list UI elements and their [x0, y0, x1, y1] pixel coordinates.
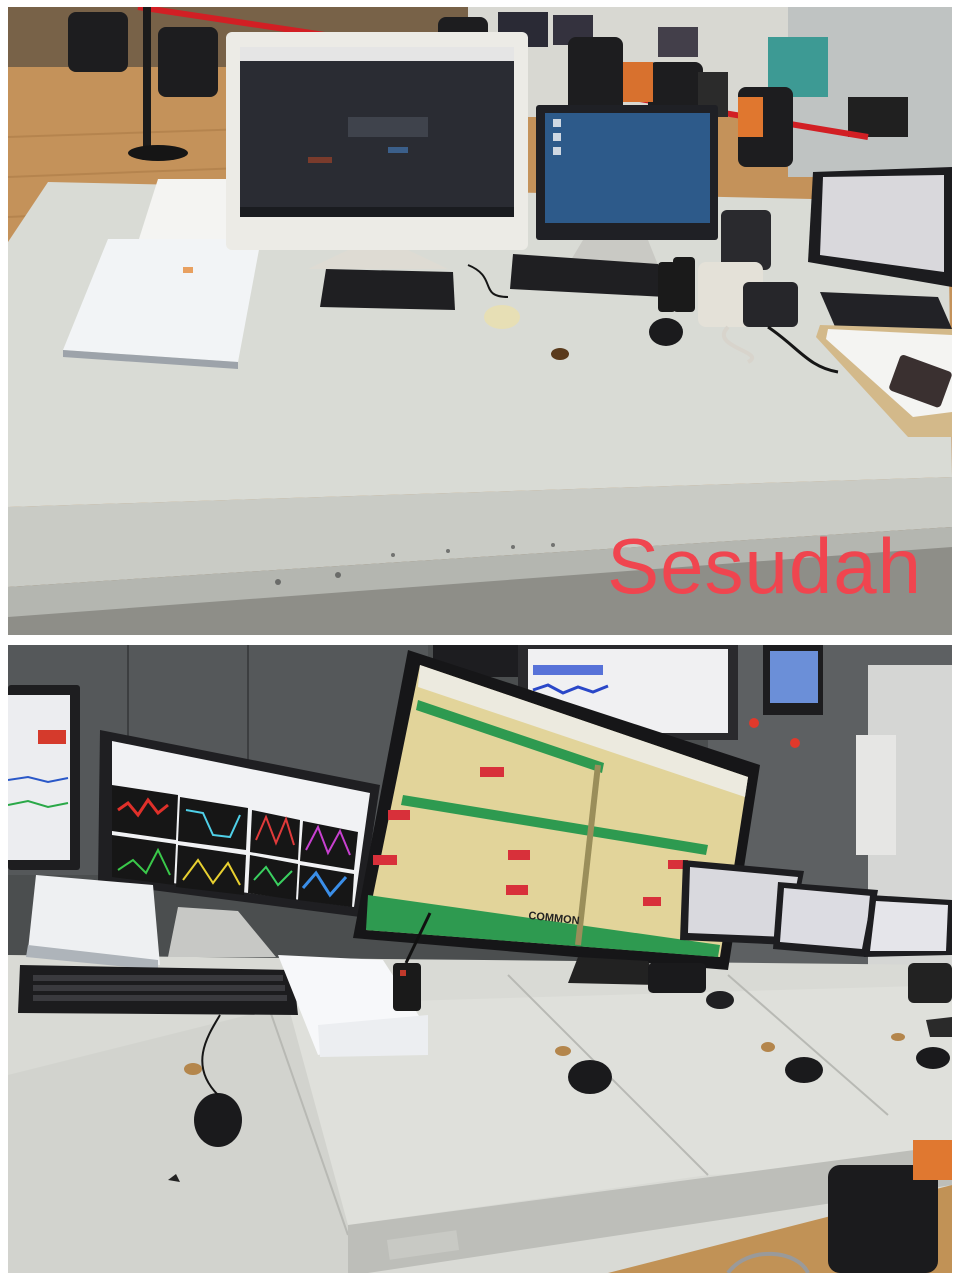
keyboard	[510, 254, 666, 297]
caption-sesudah: Sesudah	[607, 522, 922, 610]
top-photo: Sesudah	[8, 7, 952, 635]
common-label: COMMON	[528, 910, 580, 927]
keyboard	[820, 292, 952, 329]
top-photo-scene	[8, 7, 952, 635]
mouse	[484, 305, 520, 329]
mouse	[785, 1057, 823, 1083]
bottom-photo: COMMON	[8, 645, 952, 1273]
document-stack	[28, 875, 160, 965]
desk-phone	[648, 963, 706, 993]
barrier-post	[143, 7, 151, 152]
air-conditioner	[856, 735, 896, 855]
mouse	[649, 318, 683, 346]
cable-grommet	[551, 348, 569, 360]
waveform-red	[117, 797, 169, 818]
desk-phone	[908, 963, 952, 1003]
mouse	[916, 1047, 950, 1069]
desk-phone	[721, 210, 771, 270]
person	[623, 62, 653, 102]
phone-device	[889, 355, 952, 408]
handheld-radio	[393, 963, 421, 1011]
mouse	[568, 1060, 612, 1094]
monitor-screen-desktop	[545, 113, 710, 223]
bottom-photo-scene: COMMON	[8, 645, 952, 1273]
handheld-radio	[673, 257, 695, 312]
alarm-cells	[373, 767, 688, 906]
cable-grommet	[184, 1063, 202, 1075]
binder	[63, 239, 261, 362]
office-chair	[828, 1165, 938, 1273]
mouse	[194, 1093, 242, 1147]
keyboard	[320, 269, 455, 310]
